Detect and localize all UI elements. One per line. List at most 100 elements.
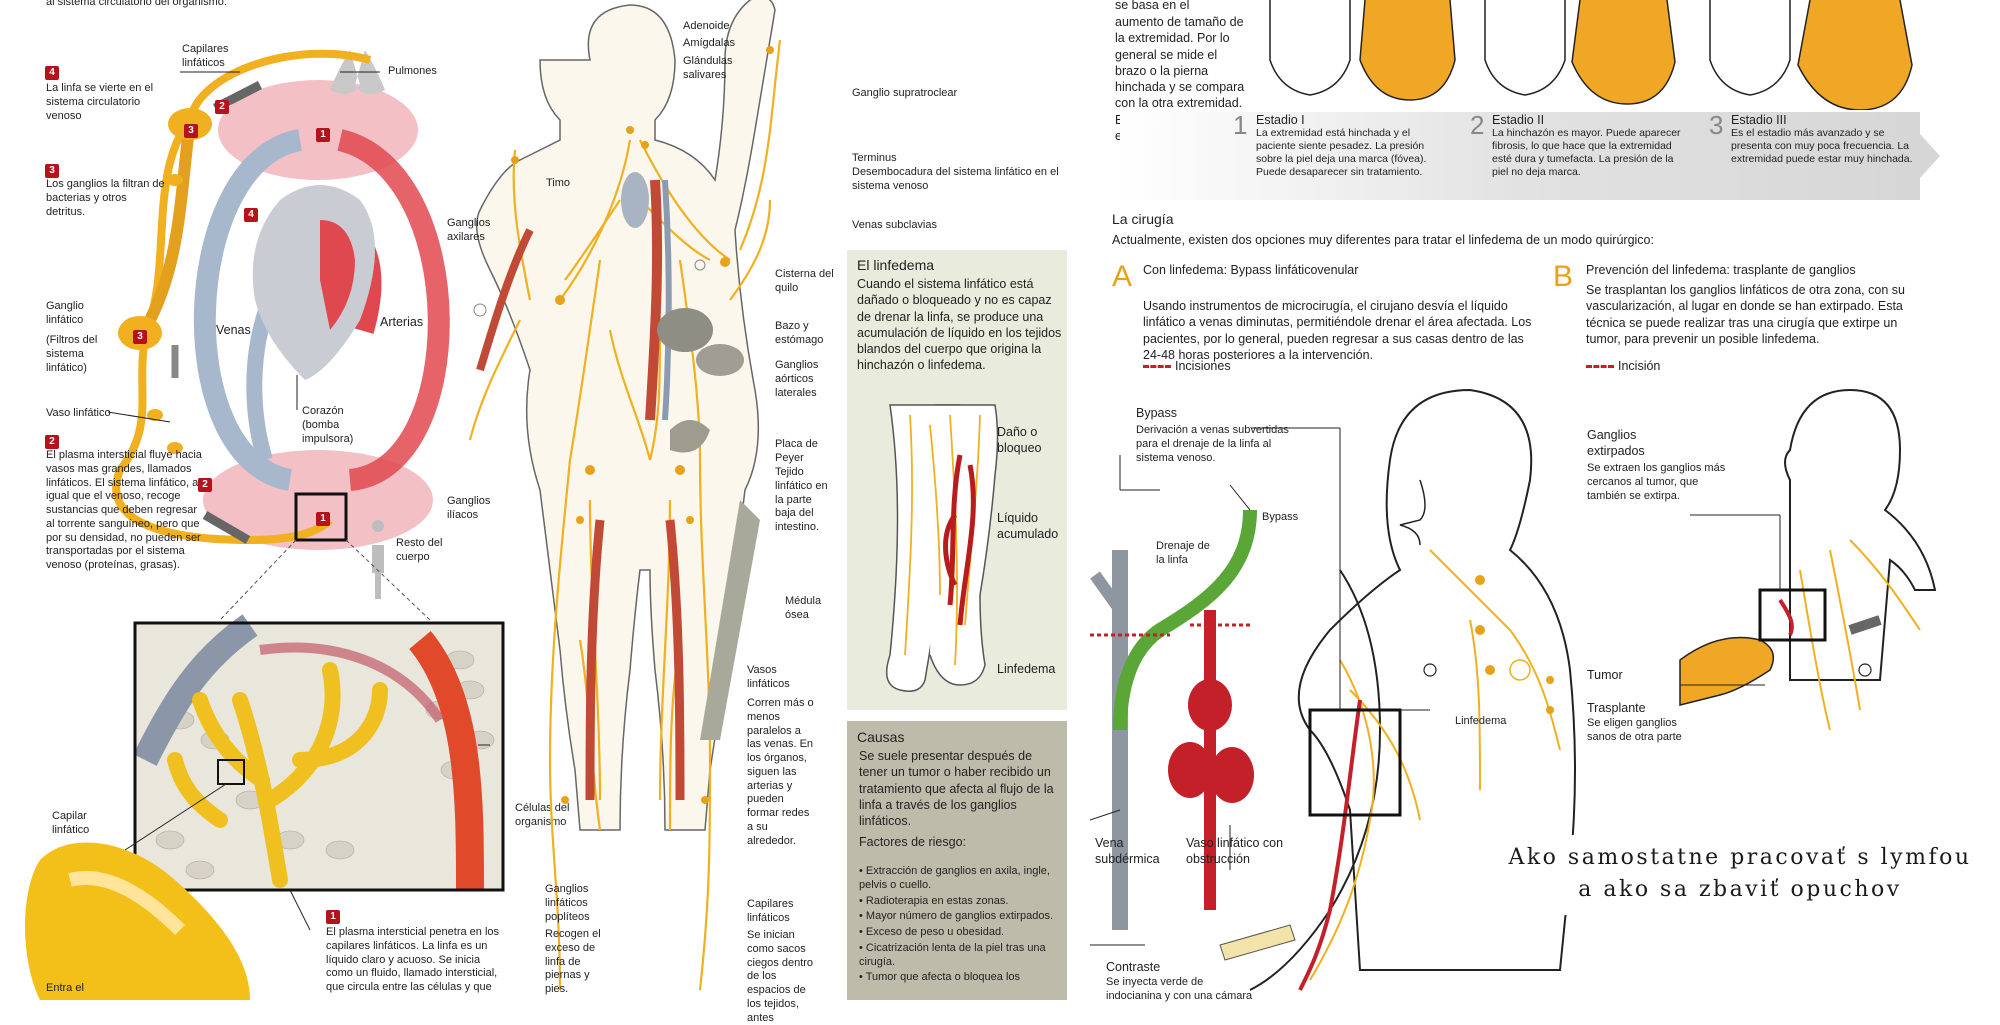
peyer-title: Placa de Peyer (775, 438, 818, 464)
subclavias-label: Venas subclavias (852, 219, 937, 231)
linfedema-text: Cuando el sistema linfático está dañado … (857, 277, 1062, 373)
transplant-detail-box (1758, 588, 1827, 642)
trasplante-title: Trasplante (1587, 701, 1646, 715)
option-a-title: Con linfedema: Bypass linfáticovenular (1143, 263, 1359, 277)
step2-text: El plasma intersticial fluye hacia vasos… (46, 449, 202, 571)
step1-text: El plasma intersticial penetra en los ca… (326, 926, 500, 993)
transplant-glove (1679, 636, 1775, 706)
factores-label: Factores de riesgo: (859, 835, 966, 849)
body-outline (475, 0, 776, 831)
vaso-obs-label: Vaso linfático con obstrucción (1186, 836, 1284, 867)
heart-shape (252, 185, 375, 380)
zoom-artery (408, 631, 484, 891)
popliteos-title: Ganglios linfáticos poplíteos (545, 883, 590, 923)
surgery-illustration (1090, 388, 1937, 991)
stages-band (1120, 112, 1920, 200)
lungs-shape (330, 50, 385, 94)
option-b-letter: B (1553, 260, 1574, 293)
transplant-arrow (1848, 615, 1882, 635)
red-arm-vessels (1298, 699, 1362, 991)
hand-swollen-2 (1571, 0, 1676, 105)
contraste-title: Contraste (1106, 960, 1161, 974)
lymph-chain (144, 119, 196, 323)
vena-label: Vena subdérmica (1095, 836, 1160, 867)
causa-item: • Radioterapia en estas zonas. (859, 894, 1009, 907)
option-a-letter: A (1112, 260, 1133, 293)
axilares-label: Ganglios axilares (447, 217, 491, 243)
stage-1-text: La extremidad está hinchada y el pacient… (1256, 127, 1427, 179)
causa-item: • Cicatrización lenta de la piel tras un… (859, 941, 1046, 968)
stage-1-number: 1 (1233, 110, 1248, 140)
drenaje-label: Drenaje de la linfa (1156, 540, 1210, 566)
causas-text: Se suele presentar después de tener un t… (859, 749, 1054, 828)
bazo-label: Bazo y estómago (775, 320, 824, 346)
bypass-text: Derivación a venas subvertidas para el d… (1136, 424, 1289, 464)
syringe (1219, 924, 1296, 961)
vaso-label: Vaso linfático (46, 407, 111, 419)
iliacos-label: Ganglios ilíacos (447, 495, 491, 521)
arrow-2 (202, 511, 251, 544)
overlay-title-bg (1505, 835, 1975, 915)
hand-swollen-1 (1359, 0, 1456, 101)
causa-item: • Mayor número de ganglios extirpados. (859, 910, 1054, 923)
bypass-title: Bypass (1136, 406, 1177, 420)
stomach (696, 344, 744, 376)
ganglio-sub: (Filtros del sistema linfático) (46, 334, 98, 374)
hand-swollen-3 (1797, 0, 1913, 110)
stage-3-title: Estadio III (1731, 113, 1787, 127)
heart-red (320, 220, 355, 330)
marker-diagram-3a: 3 (184, 120, 198, 138)
leg-vessel-right (665, 519, 685, 801)
timo-label: Timo (546, 177, 571, 189)
option-b-legend: Incisión (1586, 358, 1660, 374)
body-silhouette (372, 520, 385, 599)
corazon-label: Corazón (bomba impulsora) (302, 405, 354, 445)
popliteos-text: Recogen el exceso de linfa de piernas y … (545, 928, 601, 995)
liquido-label: Líquido acumulado (997, 511, 1059, 542)
marker-diagram-1a: 1 (316, 124, 330, 142)
venas-label: Venas (216, 323, 251, 337)
causas-title: Causas (857, 729, 905, 745)
causas-panel (847, 721, 1067, 1000)
surgery-intro: Actualmente, existen dos opciones muy di… (1112, 233, 1654, 247)
leg-vessel-left (585, 519, 605, 801)
marker-diagram-1b: 1 (316, 508, 330, 526)
femur (700, 500, 760, 740)
resto-label: Resto del cuerpo (396, 537, 443, 563)
ganglio-title: Ganglio linfático (46, 300, 84, 326)
stage-2-number: 2 (1470, 110, 1485, 140)
artery-loop (336, 129, 450, 491)
stages-arrow-head (1900, 112, 1940, 200)
celulas-label: Células del organismo (515, 802, 570, 828)
bypass-label: Bypass (1262, 511, 1299, 523)
trasplante-text: Se eligen ganglios sanos de otra parte (1587, 717, 1682, 743)
capillary-detail-inner (68, 871, 185, 935)
hand-normal-3 (1709, 0, 1791, 96)
thoracic-duct (645, 179, 663, 421)
thymus (621, 172, 649, 228)
marker-diagram-2a: 2 (215, 96, 229, 114)
detail-square (294, 492, 348, 542)
option-a-legend: Incisiones (1143, 358, 1231, 374)
bypass-green (1113, 509, 1257, 731)
option-a-text: Usando instrumentos de microcirugía, el … (1143, 299, 1532, 362)
causa-item: • Extracción de ganglios en axila, ingle… (859, 865, 1050, 891)
dano-label: Daño o bloqueo (997, 425, 1042, 456)
stage-1-title: Estadio I (1256, 113, 1305, 127)
capilares-text: Se inician como sacos ciegos dentro de l… (747, 929, 814, 1024)
amigdalas-label: Amígdalas (683, 37, 735, 49)
causa-item: • Tumor que afecta o bloquea los (859, 971, 1021, 984)
arm-vessel (476, 228, 534, 372)
glandulas-label: Glándulas salivares (683, 55, 733, 81)
adenoide-label: Adenoide (683, 20, 730, 32)
contraste-text: Se inyecta verde de indocianina y con un… (1106, 976, 1253, 1002)
marker-diagram-4a: 4 (244, 204, 258, 222)
peyer-text: Tejido linfático en la parte baja del in… (775, 466, 828, 533)
marker-step2: 2 (45, 431, 59, 449)
marker-ganglio: 3 (133, 326, 147, 344)
bypass-detail-box (1308, 708, 1402, 817)
zoom-line-left (219, 539, 297, 621)
surgery-title: La cirugía (1112, 211, 1174, 227)
causa-item: • Exceso de peso u obesidad. (859, 926, 1005, 938)
aorticos-label: Ganglios aórticos laterales (775, 359, 819, 399)
